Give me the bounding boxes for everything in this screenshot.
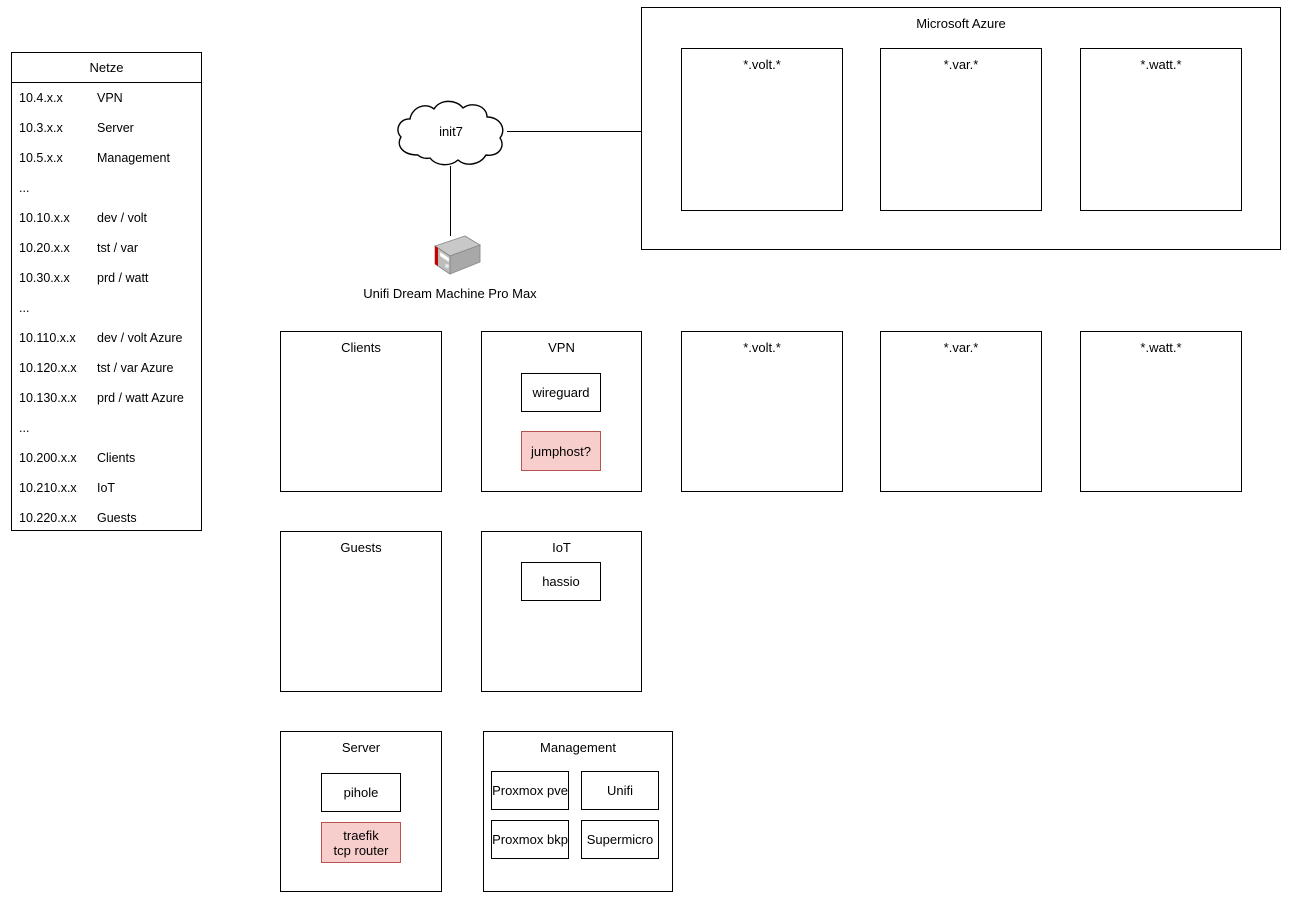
azure-title: Microsoft Azure xyxy=(916,16,1006,31)
table-row: 10.210.x.x IoT xyxy=(12,473,201,503)
netze-name: Guests xyxy=(97,511,137,525)
node-label: Proxmox bkp xyxy=(492,832,568,847)
node-proxmox-bkp[interactable]: Proxmox bkp xyxy=(491,820,569,859)
netze-name: IoT xyxy=(97,481,116,495)
netze-name: tst / var xyxy=(97,241,138,255)
network-title: *.var.* xyxy=(943,340,979,355)
node-pihole[interactable]: pihole xyxy=(321,773,401,812)
netze-name: tst / var Azure xyxy=(97,361,174,375)
netze-cidr: ... xyxy=(19,181,30,195)
table-row: ... xyxy=(12,173,201,203)
node-label: pihole xyxy=(343,785,379,800)
netze-cidr: 10.20.x.x xyxy=(19,241,70,255)
azure-zone-var: *.var.* xyxy=(880,48,1042,211)
azure-zone-watt: *.watt.* xyxy=(1080,48,1242,211)
internet-cloud: init7 xyxy=(392,97,510,169)
table-row: 10.120.x.x tst / var Azure xyxy=(12,353,201,383)
network-title: Guests xyxy=(340,540,382,555)
netze-cidr: 10.130.x.x xyxy=(19,391,77,405)
node-traefik[interactable]: traefik tcp router xyxy=(321,822,401,863)
netze-table: Netze 10.4.x.x VPN 10.3.x.x Server 10.5.… xyxy=(11,52,202,531)
node-label-line2: tcp router xyxy=(333,842,389,858)
netze-cidr: 10.4.x.x xyxy=(19,91,63,105)
network-title: VPN xyxy=(548,340,575,355)
network-title: IoT xyxy=(552,540,571,555)
netze-cidr: ... xyxy=(19,301,30,315)
table-row: ... xyxy=(12,293,201,323)
network-title: *.watt.* xyxy=(1140,340,1182,355)
table-row: 10.200.x.x Clients xyxy=(12,443,201,473)
router-device-icon xyxy=(433,235,481,275)
table-row: 10.30.x.x prd / watt xyxy=(12,263,201,293)
network-title: Server xyxy=(341,740,381,755)
netze-name: prd / watt Azure xyxy=(97,391,184,405)
netze-name: Management xyxy=(97,151,170,165)
azure-zone-title: *.var.* xyxy=(943,57,979,72)
netze-cidr: 10.3.x.x xyxy=(19,121,63,135)
table-row: 10.20.x.x tst / var xyxy=(12,233,201,263)
table-row: 10.110.x.x dev / volt Azure xyxy=(12,323,201,353)
table-row: ... xyxy=(12,413,201,443)
node-label: hassio xyxy=(542,574,580,589)
netze-cidr: 10.5.x.x xyxy=(19,151,63,165)
node-label: Unifi xyxy=(606,783,633,798)
cloud-icon xyxy=(397,100,504,166)
node-wireguard[interactable]: wireguard xyxy=(521,373,601,412)
network-var: *.var.* xyxy=(880,331,1042,492)
table-row: 10.3.x.x Server xyxy=(12,113,201,143)
azure-zone-title: *.watt.* xyxy=(1140,57,1182,72)
unifi-device-label: Unifi Dream Machine Pro Max xyxy=(363,286,537,301)
node-label: Supermicro xyxy=(586,832,654,847)
netze-name: dev / volt xyxy=(97,211,148,225)
network-title: *.volt.* xyxy=(743,340,781,355)
node-jumphost[interactable]: jumphost? xyxy=(521,431,601,471)
node-label: Proxmox pve xyxy=(492,783,568,798)
table-row: 10.4.x.x VPN xyxy=(12,83,201,113)
azure-zone-volt: *.volt.* xyxy=(681,48,843,211)
netze-cidr: 10.200.x.x xyxy=(19,451,77,465)
table-row: 10.10.x.x dev / volt xyxy=(12,203,201,233)
azure-zone-title: *.volt.* xyxy=(743,57,781,72)
table-row: 10.5.x.x Management xyxy=(12,143,201,173)
network-title: Management xyxy=(540,740,616,755)
netze-cidr: 10.110.x.x xyxy=(19,331,76,345)
netze-name: dev / volt Azure xyxy=(97,331,183,345)
node-supermicro[interactable]: Supermicro xyxy=(581,820,659,859)
table-row: 10.220.x.x Guests xyxy=(12,503,201,533)
table-row: 10.130.x.x prd / watt Azure xyxy=(12,383,201,413)
node-label-line1: traefik xyxy=(343,827,379,843)
netze-name: Server xyxy=(97,121,134,135)
network-volt: *.volt.* xyxy=(681,331,843,492)
netze-table-title: Netze xyxy=(89,60,124,75)
netze-cidr: 10.30.x.x xyxy=(19,271,70,285)
unifi-dream-machine-icon xyxy=(419,235,481,283)
netze-cidr: ... xyxy=(19,421,30,435)
connector-cloud-to-udm xyxy=(450,166,451,236)
netze-cidr: 10.10.x.x xyxy=(19,211,70,225)
node-label: jumphost? xyxy=(531,443,591,459)
netze-cidr: 10.210.x.x xyxy=(19,481,77,495)
connector-cloud-to-azure xyxy=(507,131,641,132)
network-management: Management xyxy=(483,731,673,892)
netze-name: prd / watt xyxy=(97,271,149,285)
netze-cidr: 10.220.x.x xyxy=(19,511,77,525)
network-watt: *.watt.* xyxy=(1080,331,1242,492)
network-iot: IoT xyxy=(481,531,642,692)
node-proxmox-pve[interactable]: Proxmox pve xyxy=(491,771,569,810)
node-hassio[interactable]: hassio xyxy=(521,562,601,601)
netze-name: Clients xyxy=(97,451,136,465)
network-clients: Clients xyxy=(280,331,442,492)
netze-table-header: Netze xyxy=(12,53,201,83)
node-unifi[interactable]: Unifi xyxy=(581,771,659,810)
netze-cidr: 10.120.x.x xyxy=(19,361,77,375)
network-title: Clients xyxy=(341,340,381,355)
network-guests: Guests xyxy=(280,531,442,692)
cloud-label: init7 xyxy=(439,124,463,139)
netze-name: VPN xyxy=(97,91,123,105)
node-label: wireguard xyxy=(532,385,590,400)
